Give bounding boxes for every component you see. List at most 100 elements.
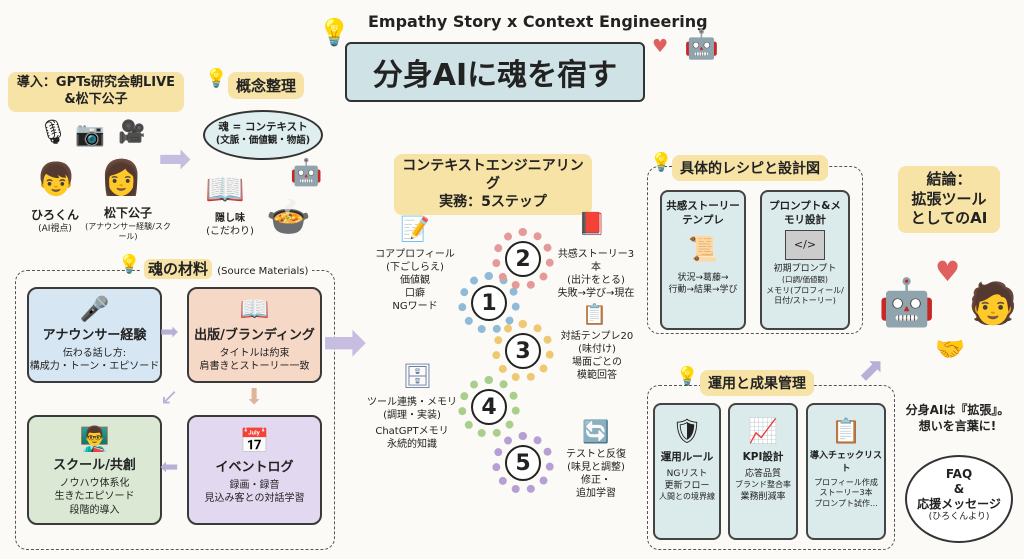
materials-label-en: (Source Materials) — [217, 266, 309, 277]
card-title: アナウンサー経験 — [42, 328, 147, 344]
faq-line3: 応援メッセージ — [917, 497, 1001, 511]
card-title: 共感ストーリーテンプレ — [666, 200, 740, 227]
big-arrow-right-icon: ➡ — [322, 310, 368, 373]
ops-card-kpi: 📈 KPI設計 応答品質 ブランド整合率 業務削減率 — [728, 403, 798, 540]
card-line: 段階的導入 — [69, 504, 120, 516]
card-line: 行動→結果→学び — [668, 284, 738, 295]
step-line: コアプロフィール — [375, 249, 455, 260]
step-number: 1 — [471, 285, 507, 321]
heart-icon: ♥ — [652, 36, 669, 57]
video-camera-icon: 🎥 — [118, 120, 146, 145]
conclusion-line2: 拡張ツール — [911, 189, 987, 208]
code-window-icon: </> — [785, 230, 825, 261]
step-line: 口癖 — [405, 288, 425, 299]
step-line: 価値観 — [400, 275, 430, 286]
avatar-matsushita: 👩 — [100, 158, 143, 198]
intro-label-line2: &松下公子 — [64, 91, 128, 107]
title-banner: 分身AIに魂を宿す — [345, 42, 645, 102]
card-line: ノウハウ体系化 — [59, 477, 130, 489]
faq-speech-bubble[interactable]: FAQ & 応援メッセージ (ひろくんより) — [905, 455, 1013, 543]
template-icon: 📋 — [582, 302, 607, 326]
step-line: (味付け) — [578, 344, 616, 355]
card-line: (口調/価値観) — [782, 275, 828, 285]
lightbulb-icon: 💡 — [118, 254, 141, 275]
step-number: 5 — [505, 445, 541, 481]
recipe-card-prompt-memory: プロンプト&メモリ設計 </> 初期プロンプト (口調/価値観) メモリ(プロフ… — [760, 190, 850, 330]
step-line: (味見と調整) — [567, 462, 625, 473]
card-line: 人間との境界線 — [659, 491, 715, 501]
step-2-text: 共感ストーリー3本 (出汁をとる) 失敗→学び→現在 — [553, 248, 639, 300]
card-line: 状況→葛藤→ — [677, 272, 729, 283]
step-number: 3 — [505, 333, 541, 369]
step-line: 追加学習 — [576, 488, 616, 499]
materials-label-text: 魂の材料 — [144, 259, 213, 279]
robot-icon: 🤖 — [878, 275, 936, 329]
card-line: 業務削減率 — [740, 491, 786, 502]
handshake-icon: 🤝 — [935, 335, 965, 363]
step-line: NGワード — [392, 301, 438, 312]
card-line: 伝わる話し方: — [62, 347, 127, 359]
materials-label: 魂の材料 (Source Materials) — [140, 258, 313, 279]
conclusion-message: 分身AIは『拡張』。 想いを言葉に! — [900, 402, 1015, 434]
person1-name: ひろくん — [30, 208, 79, 222]
message-line2: 想いを言葉に! — [918, 419, 997, 434]
message-line1: 分身AIは『拡張』。 — [905, 403, 1010, 417]
card-line: ブランド整合率 — [735, 479, 791, 489]
card-line: 更新フロー — [664, 480, 710, 491]
card-title: 運用ルール — [660, 451, 714, 464]
arrow-left-icon: ⬅ — [160, 455, 179, 480]
cooking-pot-icon: 🍲 — [266, 197, 311, 238]
scroll-icon: 📜 — [688, 235, 718, 264]
step-number: 2 — [505, 241, 541, 277]
steps-title: コンテキストエンジニアリング 実務：5ステップ — [394, 154, 592, 215]
card-line: タイトルは約束 — [219, 347, 290, 359]
secret-line2: (こだわり) — [206, 226, 254, 237]
step-line: 永続的知識 — [387, 439, 437, 450]
step-number: 4 — [471, 389, 507, 425]
avatar-hirokun: 👦 — [36, 160, 76, 198]
open-book-icon: 📖 — [239, 295, 270, 323]
step-line: ツール連携・メモリ — [367, 397, 457, 408]
ops-label: 運用と成果管理 — [700, 370, 814, 396]
step-3-text: 対話テンプレ20 (味付け) 場面ごとの 模範回答 — [554, 330, 640, 382]
card-line: プロンプト試作... — [814, 499, 878, 509]
secret-line1: 隠し味 — [215, 213, 245, 224]
lightbulb-icon: 💡 — [676, 366, 699, 387]
card-line: 構成力・トーン・エピソード — [29, 361, 160, 373]
secret-ingredient: 隠し味 (こだわり) — [200, 212, 260, 238]
faq-line4: (ひろくんより) — [928, 512, 990, 522]
bubble-line1: 魂 = コンテキスト — [218, 121, 308, 133]
step-line: (下ごしらえ) — [386, 262, 444, 273]
step-line: テストと反復 — [566, 449, 626, 460]
conclusion-line1: 結論： — [926, 170, 972, 188]
arrow-down-left-icon: ↙ — [160, 385, 179, 410]
card-line: 日付/ストーリー) — [774, 296, 836, 306]
subtitle: Empathy Story x Context Engineering — [368, 12, 708, 31]
heart-book-icon: 📕 — [578, 212, 606, 237]
step-4-text: ツール連携・メモリ (調理・実装) ChatGPTメモリ 永続的知識 — [362, 396, 462, 451]
shield-icon: 🛡 — [671, 417, 703, 445]
arrow-right-icon: ➡ — [158, 136, 192, 182]
arrow-down-icon: ⬇ — [245, 385, 264, 410]
page-title: 分身AIに魂を宿す — [372, 58, 618, 93]
card-line: プロフィール作成 — [814, 477, 878, 487]
card-line: 録画・録音 — [229, 479, 280, 491]
step-line: 模範回答 — [577, 370, 617, 381]
conclusion-line3: としてのAI — [910, 209, 988, 227]
intro-label: 導入：GPTs研究会朝LIVE &松下公子 — [8, 72, 184, 112]
material-card-announcer: 🎤 アナウンサー経験 伝わる話し方: 構成力・トーン・エピソード — [27, 287, 162, 383]
person2-note: (アナウンサー経験/スクール) — [85, 221, 171, 241]
person1: ひろくん (AI視点) — [20, 208, 90, 235]
microphone-icon: 🎙 — [38, 118, 69, 146]
card-line: 応答品質 — [744, 468, 781, 479]
notepad-icon: 📝 — [400, 215, 430, 243]
card-title: 導入チェックリスト — [810, 451, 883, 474]
concept-speech-bubble: 魂 = コンテキスト (文脈・価値観・物語) — [203, 110, 323, 160]
lightbulb-icon: 💡 — [650, 152, 673, 173]
faq-line2: & — [953, 482, 965, 496]
growth-chart-icon: 📈 — [748, 417, 778, 445]
robot-icon: 🤖 — [684, 28, 719, 61]
card-title: スクール/共創 — [53, 458, 136, 474]
bubble-line2: (文脈・価値観・物語) — [215, 134, 311, 146]
material-card-school: 👨‍🏫 スクール/共創 ノウハウ体系化 生きたエピソード 段階的導入 — [27, 415, 162, 525]
